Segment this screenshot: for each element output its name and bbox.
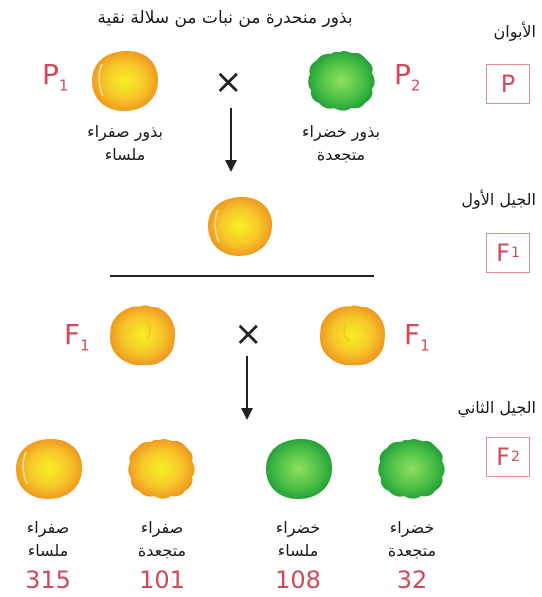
p2-seed-green-wrinkled <box>308 51 375 111</box>
arrow-to-f1 <box>225 108 237 172</box>
f2-caption-2: صفراء متجعدة <box>112 516 212 562</box>
f1-subscript: 1 <box>510 245 520 261</box>
f2-caption-4-line2: متجعدة <box>387 541 437 560</box>
arrow-to-f2 <box>241 356 253 420</box>
f2-caption-1-line2: ملساء <box>27 541 69 560</box>
f1-seed-yellow-smooth <box>208 196 273 256</box>
f2-caption-2-line1: صفراء <box>140 518 184 537</box>
f1-right-symbol: F1 <box>404 318 430 355</box>
f2-label: الجيل الثاني <box>457 398 537 417</box>
f1-left-seed <box>110 305 175 366</box>
f2-count-1: 315 <box>25 566 71 594</box>
p2-caption-line1: بذور خضراء <box>302 122 380 141</box>
generation-divider <box>110 275 374 277</box>
p1-seed-yellow-smooth <box>92 50 159 111</box>
diagram-title: بذور منحدرة من نبات من سلالة نقية <box>97 8 353 28</box>
p1-caption-line2: ملساء <box>104 145 146 164</box>
p2-symbol: P2 <box>394 58 421 95</box>
f1-left-symbol: F1 <box>64 318 90 355</box>
f1-label: الجيل الأول <box>461 190 536 209</box>
f2-caption-2-line2: متجعدة <box>137 541 187 560</box>
f2-caption-4-line1: خضراء <box>389 518 435 537</box>
f2-seed-yellow-wrinkled <box>128 439 195 499</box>
f2-count-4: 32 <box>396 566 428 594</box>
f2-caption-3: خضراء ملساء <box>250 516 346 562</box>
f1-right-seed <box>320 305 385 366</box>
f2-seed-green-wrinkled <box>378 439 445 499</box>
p2-caption-line2: متجعدة <box>316 145 366 164</box>
parents-label: الأبوان <box>493 22 536 41</box>
f2-caption-3-line2: ملساء <box>277 541 319 560</box>
f2-caption-4: خضراء متجعدة <box>362 516 462 562</box>
p1-symbol: P1 <box>42 58 69 95</box>
parent-cross-symbol: × <box>214 62 243 102</box>
f2-caption-1: صفراء ملساء <box>0 516 96 562</box>
parents-box: P <box>486 64 530 104</box>
f2-caption-3-line1: خضراء <box>275 518 321 537</box>
parents-symbol: P <box>500 70 516 98</box>
p1-caption: بذور صفراء ملساء <box>60 120 190 166</box>
f2-symbol: F <box>496 443 510 471</box>
p2-caption: بذور خضراء متجعدة <box>276 120 406 166</box>
f2-seed-green-smooth <box>266 438 333 499</box>
f1-symbol: F <box>496 239 510 267</box>
f2-caption-1-line1: صفراء <box>26 518 70 537</box>
f2-count-2: 101 <box>139 566 185 594</box>
f2-subscript: 2 <box>510 449 520 465</box>
f1-cross-symbol: × <box>234 314 263 354</box>
p1-caption-line1: بذور صفراء <box>87 122 163 141</box>
f2-count-3: 108 <box>275 566 321 594</box>
f2-seed-yellow-smooth <box>16 438 83 499</box>
